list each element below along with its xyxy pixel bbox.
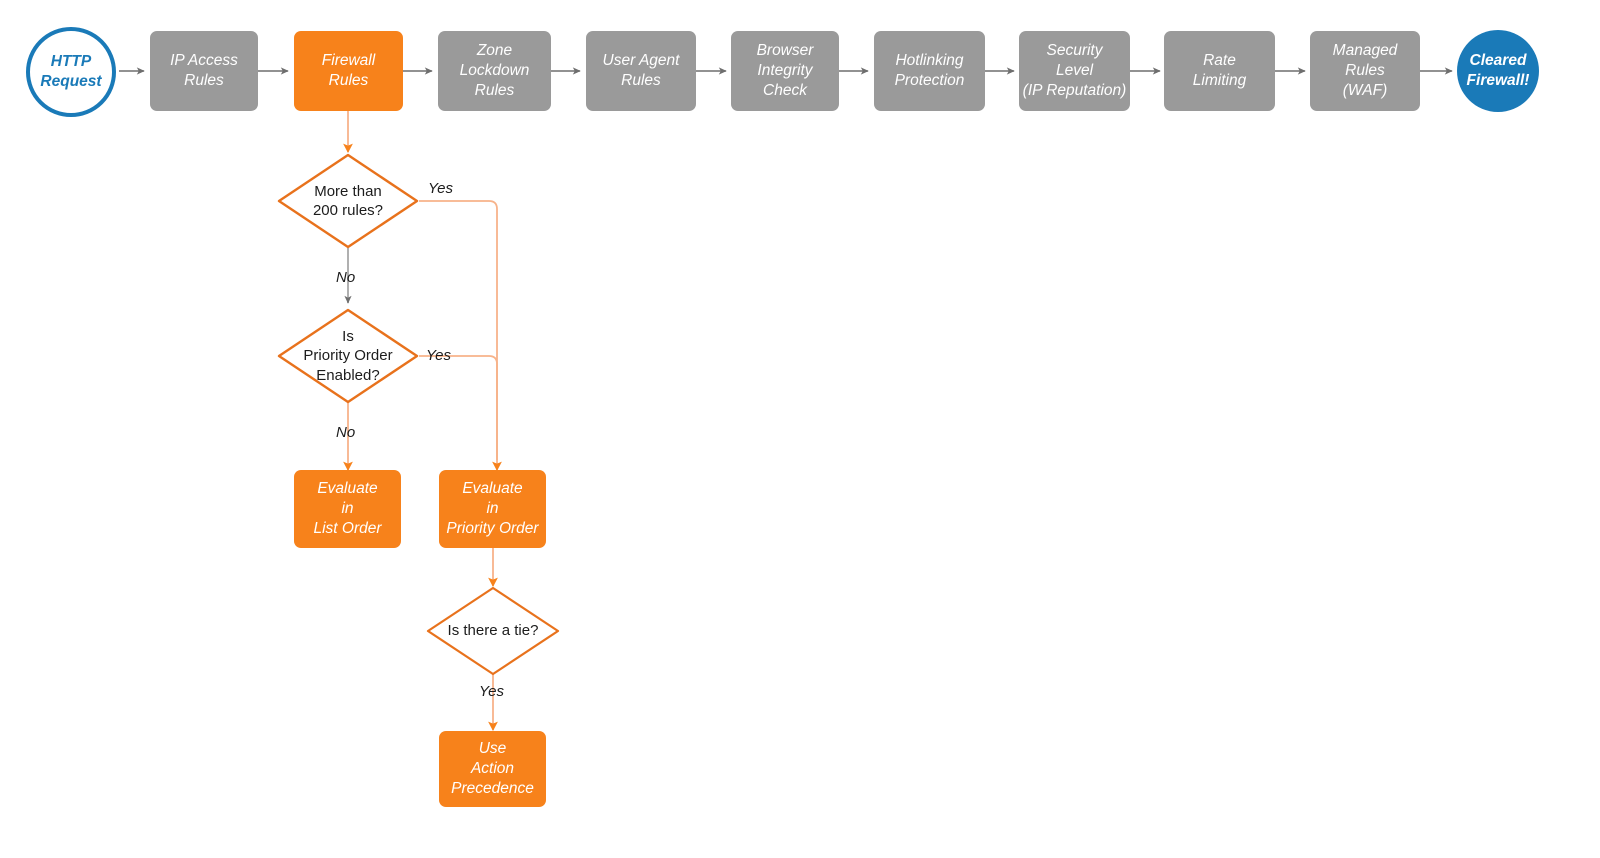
node-use-action-precedence[interactable]: Use Action Precedence — [439, 731, 546, 807]
node-firewall-rules[interactable]: Firewall Rules — [294, 31, 403, 111]
node-label: Evaluate in List Order — [313, 480, 382, 537]
node-security-level[interactable]: Security Level (IP Reputation) — [1019, 31, 1130, 111]
node-label: Use Action Precedence — [451, 740, 534, 797]
node-label: Zone Lockdown Rules — [459, 42, 530, 99]
node-label: Evaluate in Priority Order — [446, 480, 539, 537]
node-label: Rate Limiting — [1192, 52, 1247, 89]
node-user-agent-rules[interactable]: User Agent Rules — [586, 31, 696, 111]
edge-priority-enabled-yes — [419, 355, 498, 460]
edge-label-yes-tie: Yes — [479, 683, 505, 700]
node-managed-rules-waf[interactable]: Managed Rules (WAF) — [1310, 31, 1420, 111]
node-cleared-firewall[interactable]: Cleared Firewall! — [1457, 30, 1539, 112]
edge-label-no-more-than-200: No — [336, 269, 356, 286]
edge-more-than-200-yes — [419, 200, 498, 460]
diamond-shape — [277, 308, 419, 404]
decision-more-than-200-rules[interactable]: More than 200 rules? — [277, 153, 419, 249]
node-browser-integrity-check[interactable]: Browser Integrity Check — [731, 31, 839, 111]
node-ip-access-rules[interactable]: IP Access Rules — [150, 31, 258, 111]
diamond-shape — [277, 153, 419, 249]
decision-label: Is there a tie? — [447, 622, 539, 640]
edge-label-yes-more-than-200: Yes — [428, 180, 454, 197]
node-evaluate-in-list-order[interactable]: Evaluate in List Order — [294, 470, 401, 548]
decision-is-there-a-tie[interactable]: Is there a tie? — [426, 586, 560, 676]
node-label: Security Level (IP Reputation) — [1022, 42, 1127, 99]
node-label: Managed Rules (WAF) — [1332, 42, 1398, 99]
edge-label-yes-priority-enabled: Yes — [426, 347, 452, 364]
node-label: Hotlinking Protection — [894, 52, 965, 89]
decision-priority-order-enabled[interactable]: Is Priority Order Enabled? — [277, 308, 419, 404]
edge-label-no-priority-enabled: No — [336, 424, 356, 441]
node-http-request[interactable]: HTTP Request — [26, 27, 116, 117]
node-hotlinking-protection[interactable]: Hotlinking Protection — [874, 31, 985, 111]
node-label: HTTP Request — [40, 53, 102, 90]
node-zone-lockdown-rules[interactable]: Zone Lockdown Rules — [438, 31, 551, 111]
node-label: Cleared Firewall! — [1466, 52, 1530, 89]
node-rate-limiting[interactable]: Rate Limiting — [1164, 31, 1275, 111]
decision-label: Is Priority Order Enabled? — [303, 327, 393, 384]
node-evaluate-in-priority-order[interactable]: Evaluate in Priority Order — [439, 470, 546, 548]
node-label: Browser Integrity Check — [756, 42, 814, 99]
node-label: IP Access Rules — [170, 52, 238, 89]
node-label: User Agent Rules — [602, 52, 680, 89]
node-label: Firewall Rules — [321, 52, 376, 89]
decision-label: More than 200 rules? — [312, 182, 384, 220]
